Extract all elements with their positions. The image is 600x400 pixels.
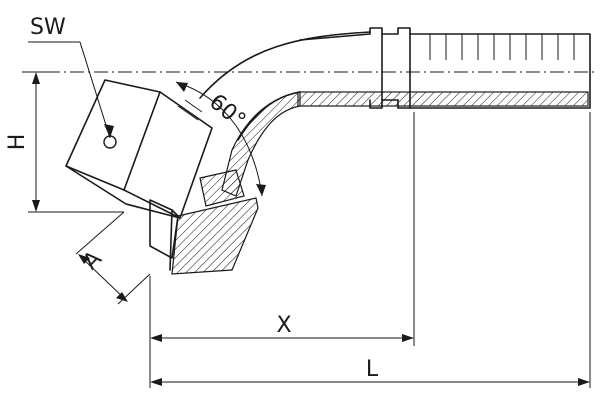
sw-label: SW [30,15,66,40]
h-dimension: H [5,71,124,213]
x-dimension: X [150,313,414,342]
h-label: H [5,134,30,151]
a-label: A [79,246,107,274]
hex-nut [65,79,213,219]
l-label: L [366,357,379,382]
l-dimension: L [150,357,590,386]
x-label: X [276,313,291,338]
sw-callout: SW [28,15,114,139]
a-dimension: A [75,211,151,305]
tail-serrations [429,34,575,60]
seal-section [149,169,259,275]
hose-tail [297,27,591,109]
